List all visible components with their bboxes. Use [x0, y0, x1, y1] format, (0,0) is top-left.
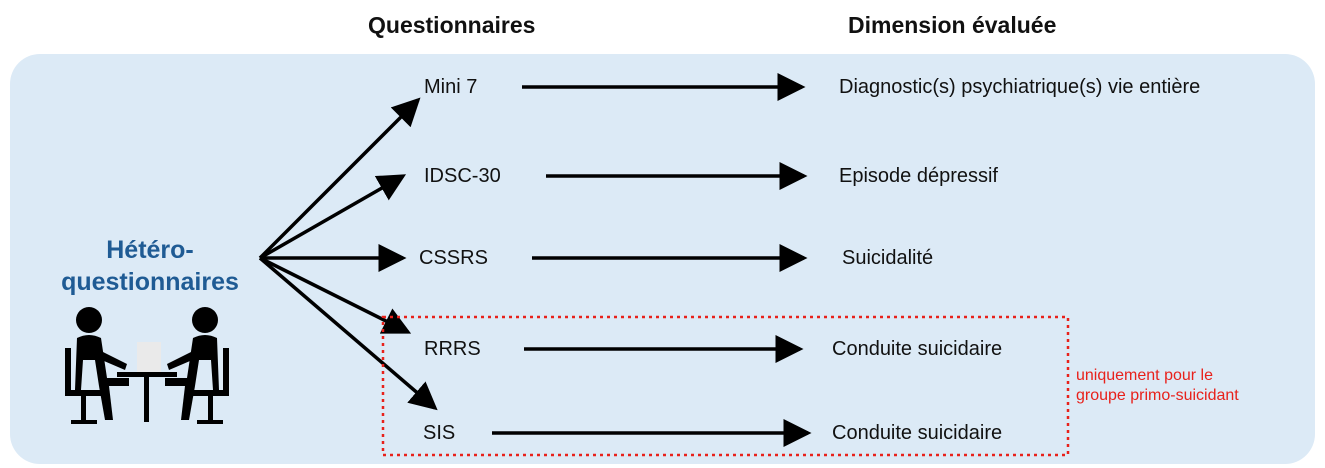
source-title-line1: Hétéro-: [106, 236, 194, 264]
questionnaires-header: Questionnaires: [368, 12, 536, 38]
interview-icon: [65, 307, 229, 424]
fan-arrow-mini7: [258, 97, 421, 260]
questionnaire-idsc30: IDSC-30: [424, 165, 501, 187]
source-title: Hétéro- questionnaires: [40, 234, 260, 298]
dimension-rrrs: Conduite suicidaire: [832, 338, 1003, 360]
dimension-header: Dimension évaluée: [848, 12, 1057, 38]
dimension-sis: Conduite suicidaire: [832, 422, 1003, 444]
subgroup-note-line1: uniquement pour le: [1076, 367, 1213, 384]
source-title-line2: questionnaires: [61, 268, 239, 296]
fan-arrow-sis: [258, 256, 438, 411]
highlight-box: [381, 315, 1070, 457]
questionnaire-rrrs: RRRS: [424, 338, 481, 360]
questionnaire-sis: SIS: [423, 422, 456, 444]
questionnaire-cssrs: CSSRS: [419, 247, 488, 269]
dimension-cssrs: Suicidalité: [842, 247, 934, 269]
fan-arrow-idsc: [259, 174, 407, 260]
dimension-mini7: Diagnostic(s) psychiatrique(s) vie entiè…: [839, 76, 1201, 98]
subgroup-note: uniquement pour le groupe primo-suicidan…: [1076, 366, 1239, 406]
fan-arrow-rrrs: [259, 256, 412, 334]
questionnaire-mini7: Mini 7: [424, 76, 478, 98]
dimension-idsc30: Episode dépressif: [839, 165, 998, 187]
subgroup-note-line2: groupe primo-suicidant: [1076, 387, 1239, 404]
